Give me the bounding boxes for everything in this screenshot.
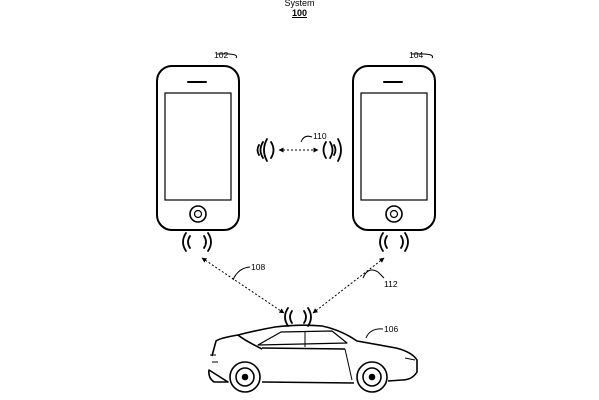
link-left-car <box>201 257 285 314</box>
signal-left-phone-bottom-icon <box>182 232 212 252</box>
label-108: 108 <box>251 262 266 272</box>
label-106: 106 <box>384 324 399 334</box>
signal-car-icon <box>284 307 312 327</box>
label-104: 104 <box>409 50 424 60</box>
link-right-car <box>312 257 385 314</box>
signal-right-phone-side-icon <box>322 138 342 162</box>
car-icon <box>208 324 418 393</box>
phone-left-icon <box>156 65 240 231</box>
figure-title: System <box>284 0 315 8</box>
leader-lines <box>216 53 434 339</box>
signal-left-phone-side-icon <box>256 138 275 162</box>
label-112: 112 <box>384 279 398 289</box>
label-102: 102 <box>214 50 229 60</box>
phone-right-icon <box>352 65 436 231</box>
signal-right-phone-bottom-icon <box>379 232 409 252</box>
figure-number: 100 <box>291 8 308 18</box>
label-110: 110 <box>313 131 327 141</box>
